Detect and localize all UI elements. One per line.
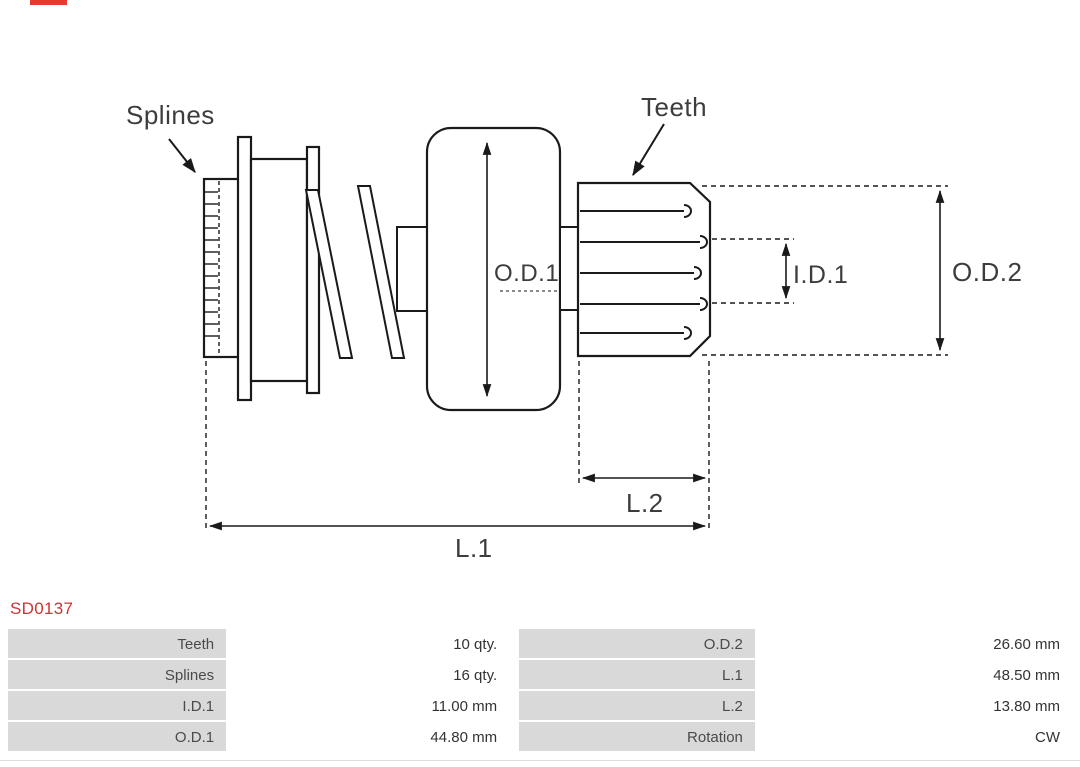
spec-value: 44.80 mm [226, 722, 510, 753]
spec-table: Teeth 10 qty. O.D.2 26.60 mm Splines 16 … [8, 629, 1072, 753]
splines-arrow [168, 138, 196, 173]
splined-shaft [202, 177, 241, 359]
spec-value: 10 qty. [226, 629, 510, 660]
part-number: SD0137 [10, 599, 74, 618]
spec-value: 26.60 mm [754, 629, 1072, 660]
spring-seat-shaft [396, 226, 428, 312]
splines-label: Splines [126, 100, 215, 130]
starter-drive-diagram: Splines Teeth O.D.1 O.D.2 [126, 92, 1022, 563]
stop-washer-front [236, 135, 253, 402]
od2-label: O.D.2 [952, 257, 1022, 287]
spec-label: Teeth [8, 629, 227, 660]
id1-label: I.D.1 [793, 261, 848, 289]
dim-l1: L.1 [205, 361, 707, 563]
spec-label: O.D.1 [8, 722, 227, 753]
clutch-hub [249, 157, 309, 383]
spec-label: L.1 [509, 660, 755, 691]
diagram-svg: Splines Teeth O.D.1 O.D.2 [126, 92, 1022, 563]
spec-value: 16 qty. [226, 660, 510, 691]
dim-l2: L.2 [578, 361, 710, 530]
dim-od2: O.D.2 [702, 185, 1022, 356]
callout-teeth: Teeth [632, 92, 707, 177]
pinion-gear [576, 181, 712, 358]
spec-value: CW [754, 722, 1072, 753]
teeth-arrow [632, 123, 665, 177]
brand-mark [30, 0, 67, 5]
spec-label: Rotation [509, 722, 755, 753]
spec-value: 48.50 mm [754, 660, 1072, 691]
stop-washer-rear [305, 145, 321, 395]
bottom-divider [0, 760, 1080, 761]
teeth-label: Teeth [641, 92, 707, 122]
spec-label: I.D.1 [8, 691, 227, 722]
spec-label: L.2 [509, 691, 755, 722]
spec-value: 11.00 mm [226, 691, 510, 722]
od1-label: O.D.1 [494, 260, 559, 287]
spec-label: O.D.2 [509, 629, 755, 660]
spec-label: Splines [8, 660, 227, 691]
spec-value: 13.80 mm [754, 691, 1072, 722]
dim-od1: O.D.1 [482, 141, 559, 398]
spring [304, 185, 406, 359]
pinion-neck [559, 226, 579, 311]
dim-id1: I.D.1 [712, 238, 848, 304]
callout-splines: Splines [126, 100, 215, 173]
l1-label: L.1 [455, 533, 493, 563]
l2-label: L.2 [626, 488, 664, 518]
